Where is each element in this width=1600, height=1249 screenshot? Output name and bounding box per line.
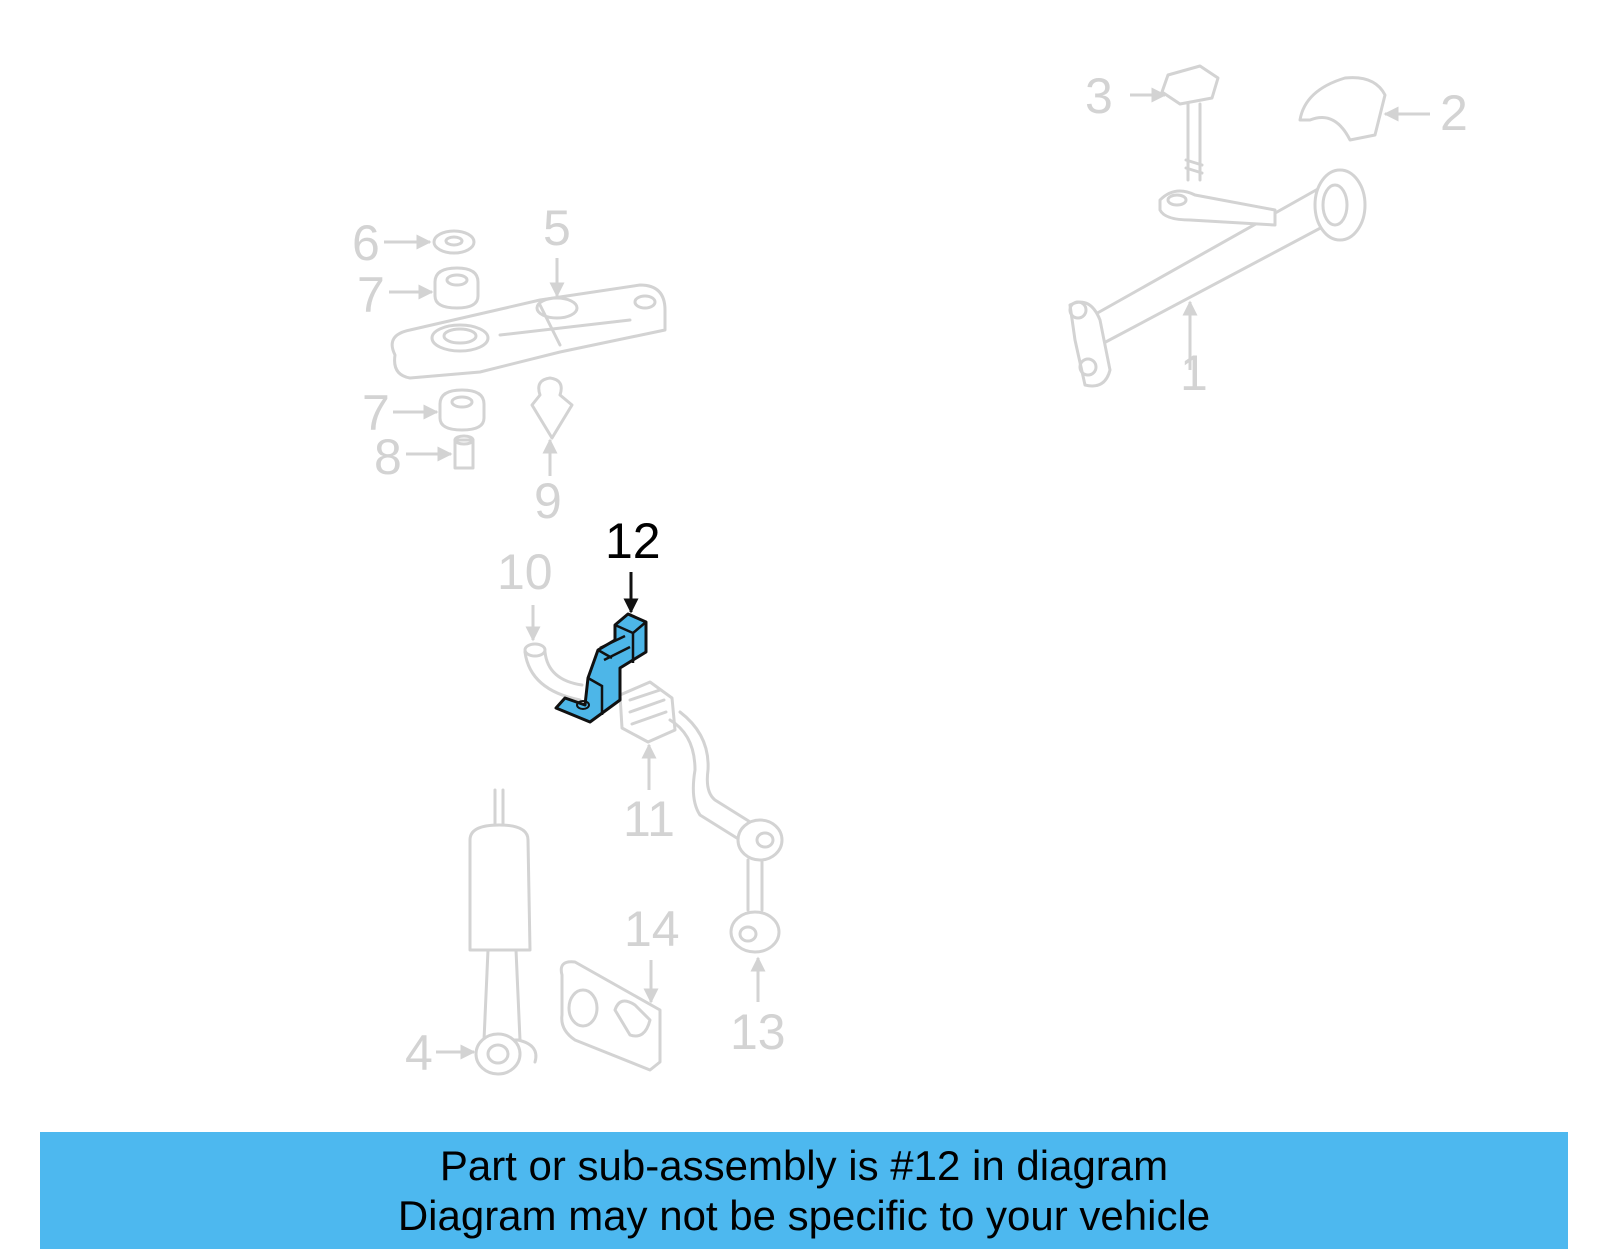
part-11-bushing-and-bar [618, 680, 757, 842]
part-4-shock-absorber [468, 788, 538, 1076]
callout-9: 9 [534, 473, 562, 529]
callout-1: 1 [1180, 345, 1208, 401]
part-1-stabilizer-bar [1068, 168, 1367, 388]
banner-line-1: Part or sub-assembly is #12 in diagram [439, 1141, 1169, 1189]
parts-diagram: 1 2 3 4 5 6 7 7 8 9 10 11 12 13 14 [352, 64, 1468, 1081]
callout-8: 8 [374, 429, 402, 485]
callout-6: 6 [352, 215, 380, 271]
part-9-bump-stop [530, 376, 574, 440]
part-7-bushing-lower [438, 388, 486, 432]
part-14-bracket [559, 960, 662, 1072]
callout-14: 14 [624, 901, 680, 957]
callout-3: 3 [1085, 68, 1113, 124]
callout-4: 4 [405, 1025, 433, 1081]
part-5-plate [390, 283, 667, 380]
callout-7-lower: 7 [362, 385, 390, 441]
info-banner: Part or sub-assembly is #12 in diagram D… [40, 1132, 1568, 1249]
part-2-bushing-retainer [1298, 76, 1387, 142]
callout-13: 13 [730, 1004, 786, 1060]
callout-7-upper: 7 [357, 267, 385, 323]
callout-11: 11 [623, 791, 675, 847]
part-7-bushing-upper [433, 266, 480, 310]
callout-12: 12 [605, 513, 661, 569]
callout-5: 5 [543, 200, 571, 256]
part-13-end-link [729, 818, 784, 954]
banner-line-2: Diagram may not be specific to your vehi… [397, 1191, 1211, 1239]
part-10-bar-end [523, 642, 584, 702]
callout-2: 2 [1440, 85, 1468, 141]
part-12-bracket-highlighted [554, 612, 648, 724]
part-3-bolt [1160, 64, 1220, 182]
callout-10: 10 [497, 544, 553, 600]
part-8-sleeve [453, 434, 475, 470]
callout-arrows [384, 87, 1430, 1060]
part-6-washer [432, 229, 476, 255]
callout-labels: 1 2 3 4 5 6 7 7 8 9 10 11 12 13 14 [352, 68, 1468, 1081]
